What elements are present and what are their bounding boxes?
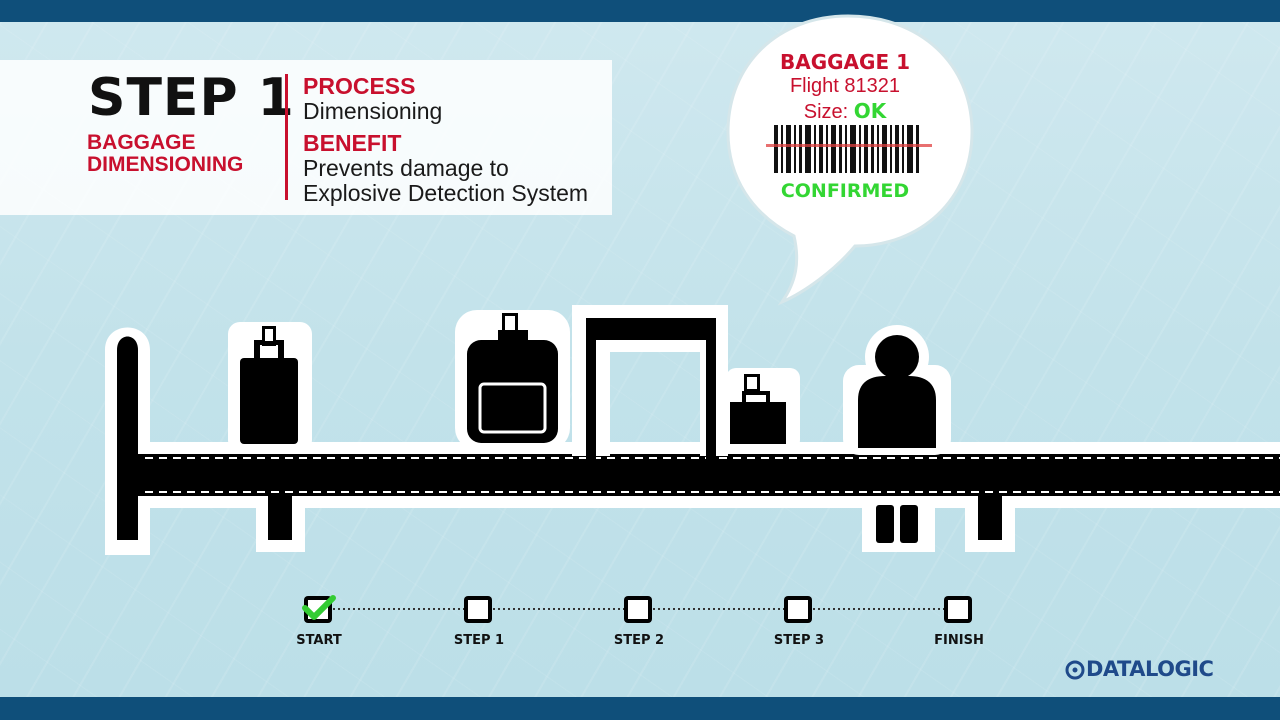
progress-label-step-3: STEP 3 bbox=[773, 633, 825, 648]
bubble-title: BAGGAGE 1 bbox=[780, 50, 910, 74]
info-panel bbox=[0, 60, 612, 215]
process-value: Dimensioning bbox=[303, 98, 443, 124]
briefcase-icon bbox=[726, 368, 800, 450]
size-value: OK bbox=[853, 99, 887, 123]
progress-label-finish: FINISH bbox=[934, 633, 984, 648]
person-icon bbox=[843, 325, 951, 550]
benefit-line-1: Prevents damage to bbox=[303, 155, 509, 181]
barcode-icon bbox=[766, 125, 932, 173]
divider bbox=[285, 74, 288, 200]
progress-label-step-2: STEP 2 bbox=[613, 633, 665, 648]
benefit-label: BENEFIT bbox=[303, 130, 402, 156]
bubble-size: Size: OK bbox=[760, 99, 930, 124]
gate-icon bbox=[572, 305, 728, 460]
progress-label-step-1: STEP 1 bbox=[453, 633, 505, 648]
status-confirmed: CONFIRMED bbox=[780, 180, 910, 202]
conveyor-belt bbox=[105, 327, 1280, 555]
scanner-icon bbox=[455, 310, 570, 450]
progress-label-start: START bbox=[296, 633, 342, 648]
suitcase-icon bbox=[228, 322, 312, 452]
process-label: PROCESS bbox=[303, 73, 416, 99]
benefit-line-2: Explosive Detection System bbox=[303, 180, 589, 206]
size-label: Size: bbox=[803, 101, 849, 123]
bubble-flight: Flight 81321 bbox=[789, 75, 901, 97]
step-subtitle: BAGGAGE DIMENSIONING bbox=[87, 131, 244, 176]
step-title: STEP 1 bbox=[88, 68, 295, 128]
datalogic-logo: DATALOGIC bbox=[1086, 657, 1214, 681]
